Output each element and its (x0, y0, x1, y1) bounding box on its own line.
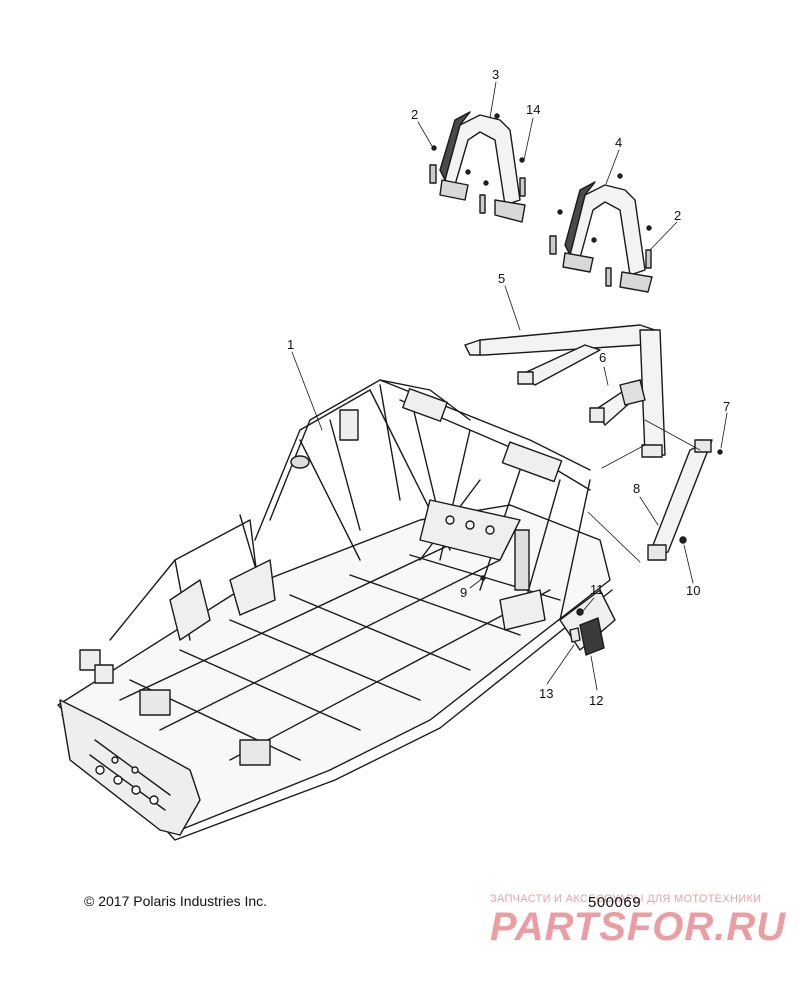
diagram-number: 500069 (588, 894, 642, 911)
watermark-tagline: ЗАПЧАСТИ И АКСЕССУАРЫ ДЛЯ МОТОТЕХНИКИ (490, 893, 762, 905)
rear-brace-tube (648, 440, 712, 560)
leader-lines (292, 82, 727, 690)
callout-4: 4 (615, 135, 623, 150)
callout-8: 8 (633, 481, 641, 496)
callout-7: 7 (723, 399, 731, 414)
callout-13: 13 (539, 686, 554, 701)
callout-12: 12 (589, 693, 604, 708)
callout-2-left: 2 (411, 107, 419, 122)
callout-10: 10 (686, 583, 701, 598)
watermark-logo: PARTSFOR.RU (490, 905, 787, 949)
callout-3: 3 (492, 67, 500, 82)
callout-6: 6 (599, 350, 607, 365)
callout-11: 11 (590, 582, 604, 597)
callout-1: 1 (287, 337, 295, 352)
rear-cross-bar (465, 325, 665, 457)
callout-5: 5 (498, 271, 506, 286)
copyright-text: © 2017 Polaris Industries Inc. (84, 893, 268, 909)
callout-2-right: 2 (674, 208, 682, 223)
callout-14: 14 (526, 102, 541, 117)
grab-handle-right (550, 174, 652, 292)
main-frame (58, 380, 615, 840)
grab-handle-left (430, 112, 525, 222)
bracket-assembly (481, 450, 722, 655)
callout-9: 9 (460, 585, 468, 600)
